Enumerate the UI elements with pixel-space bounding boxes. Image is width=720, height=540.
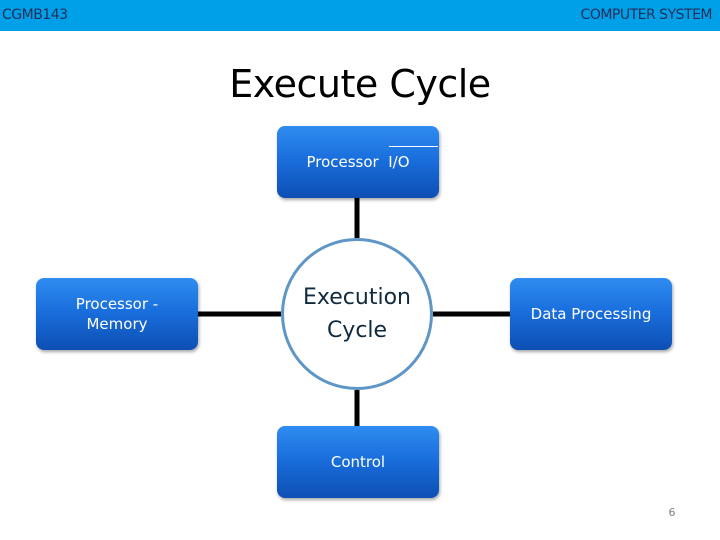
io-overline xyxy=(389,146,438,147)
node-processor-memory-line1: Processor - xyxy=(75,295,159,313)
center-label: Execution Cycle xyxy=(292,281,422,347)
node-data-processing: Data Processing xyxy=(510,278,672,350)
node-processor-memory-label: Processor - Memory xyxy=(76,294,158,334)
course-title: COMPUTER SYSTEM xyxy=(580,7,713,23)
header-bar: CGMB143 COMPUTER SYSTEM xyxy=(0,0,720,31)
node-processor-io-label: Processor I/O xyxy=(306,153,410,171)
node-processor-memory: Processor - Memory xyxy=(36,278,198,350)
node-data-processing-label: Data Processing xyxy=(530,305,652,323)
node-control: Control xyxy=(277,426,439,498)
node-control-label: Control xyxy=(330,453,386,471)
page-number: 6 xyxy=(668,506,676,519)
center-label-line2: Cycle xyxy=(326,318,388,343)
center-execution-cycle: Execution Cycle xyxy=(281,238,433,390)
slide-title: Execute Cycle xyxy=(229,62,491,106)
node-processor-io: Processor I/O xyxy=(277,126,439,198)
course-code: CGMB143 xyxy=(2,7,68,23)
node-processor-memory-line2: Memory xyxy=(86,315,148,333)
center-label-line1: Execution xyxy=(303,285,411,310)
